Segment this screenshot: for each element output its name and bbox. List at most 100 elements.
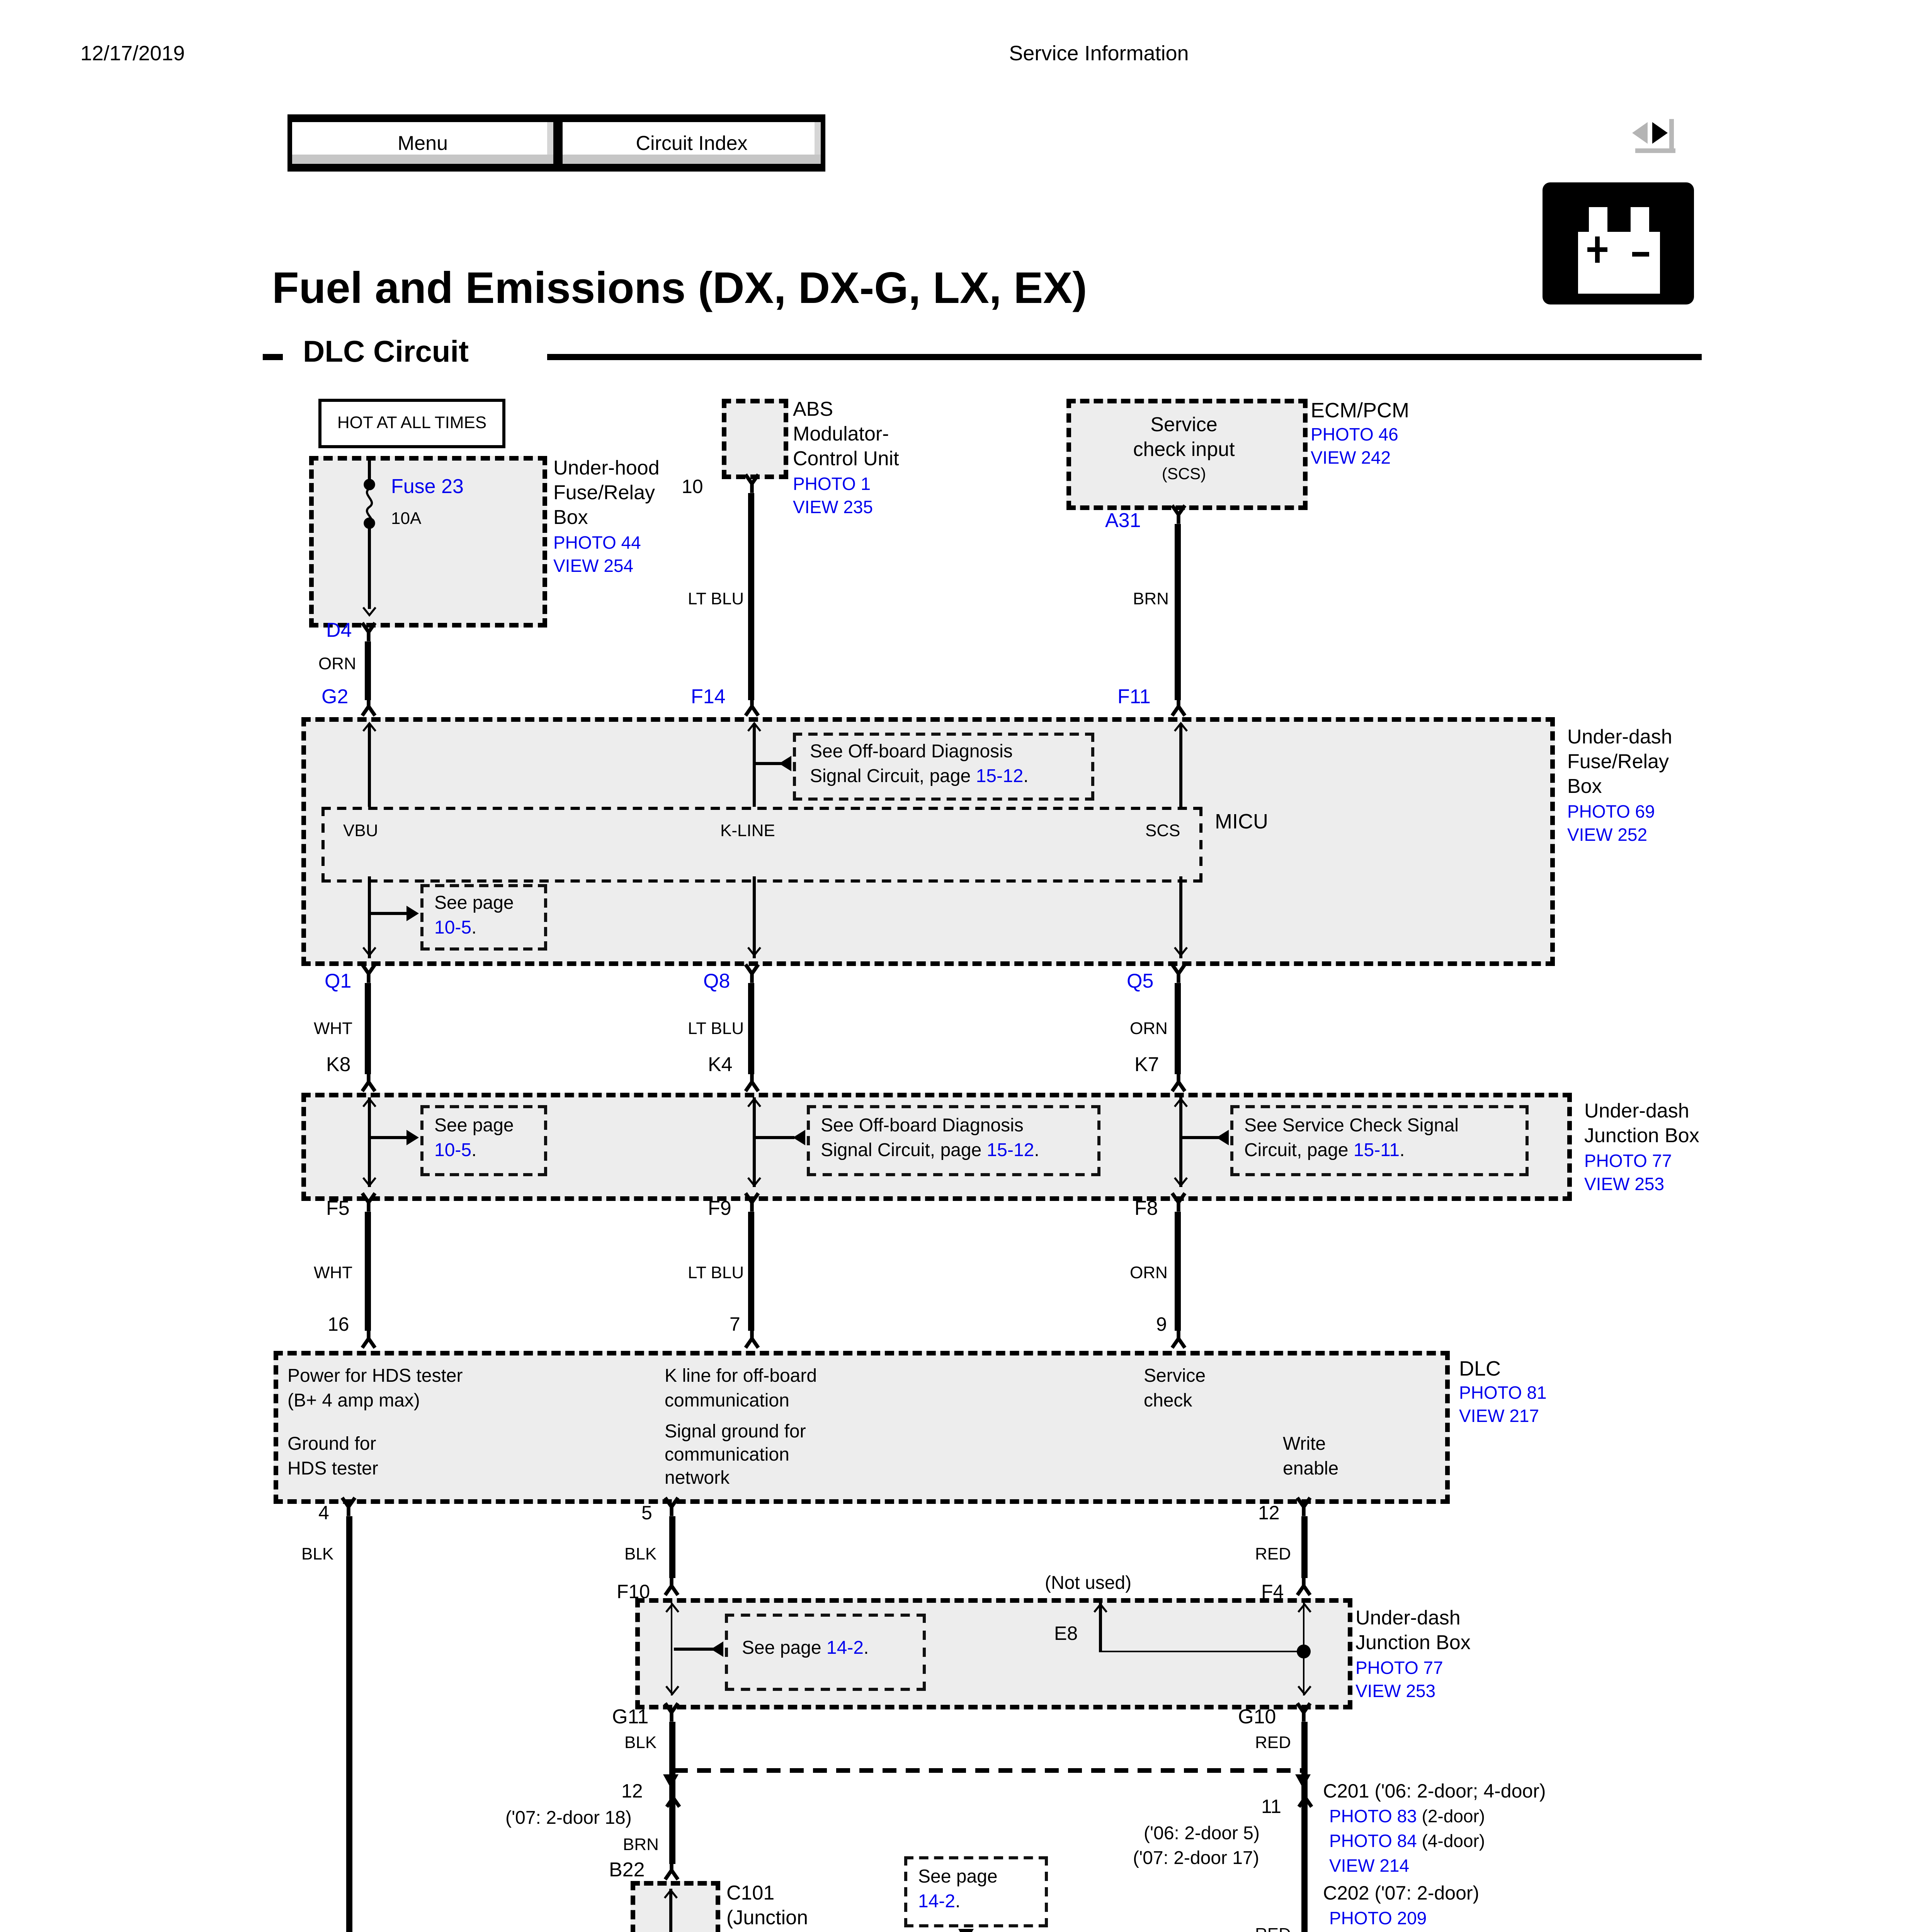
service-check-ref-line2: Circuit, page 15-11. (1244, 1139, 1405, 1162)
abs-label-2: Modulator- (793, 422, 889, 445)
connector-fork-icon (1170, 697, 1187, 717)
ref-connector-line (674, 1648, 714, 1651)
dlc-ground-1: Ground for (287, 1433, 376, 1454)
dlc-write-enable-1: Write (1283, 1433, 1326, 1454)
pin-7-label: 7 (730, 1314, 740, 1335)
connector-fork-icon (743, 1329, 760, 1349)
see-page-14-2-box-2 (904, 1856, 1048, 1927)
photo-77-link[interactable]: PHOTO 77 (1355, 1660, 1443, 1679)
page-14-2-link[interactable]: 14-2 (826, 1637, 864, 1658)
nav-forward-icon[interactable] (1652, 122, 1668, 144)
nav-back-icon[interactable] (1632, 122, 1648, 144)
c101-label-1: C101 (726, 1881, 775, 1904)
connector-fork-icon (1295, 1702, 1312, 1722)
wire-blk-ground (346, 1516, 352, 1932)
q8-link[interactable]: Q8 (703, 969, 730, 992)
page-15-12-link[interactable]: 15-12 (976, 765, 1024, 787)
d4-link[interactable]: D4 (326, 618, 352, 641)
view-242-link[interactable]: VIEW 242 (1311, 450, 1391, 468)
wire-thin (753, 1097, 755, 1187)
a31-link[interactable]: A31 (1105, 509, 1141, 532)
q1-link[interactable]: Q1 (325, 969, 352, 992)
underhood-label-1: Under-hood (553, 456, 660, 479)
view-253-link[interactable]: VIEW 253 (1355, 1683, 1436, 1702)
text: . (864, 1637, 869, 1658)
dlc-service-label-1: Service (1144, 1365, 1206, 1386)
menu-button[interactable]: Menu (287, 114, 558, 172)
photo-83-link[interactable]: PHOTO 83 (1329, 1808, 1417, 1827)
page-15-11-link[interactable]: 15-11 (1353, 1139, 1400, 1161)
connector-fork-icon (360, 1073, 377, 1093)
wire-color-label: BLK (301, 1546, 334, 1564)
see-page-10-5-box-1 (420, 884, 547, 951)
battery-icon[interactable] (1543, 182, 1694, 304)
photo-77-link[interactable]: PHOTO 77 (1584, 1153, 1672, 1172)
circuit-index-button[interactable]: Circuit Index (558, 114, 825, 172)
photo-81-link[interactable]: PHOTO 81 (1459, 1385, 1547, 1403)
offboard-ref-line1: See Off-board Diagnosis (821, 1114, 1024, 1136)
arrow-down-icon (1296, 1685, 1311, 1696)
view-217-link[interactable]: VIEW 217 (1459, 1408, 1539, 1427)
view-214-link[interactable]: VIEW 214 (1329, 1858, 1410, 1876)
udfr-label-2: Fuse/Relay (1567, 750, 1669, 773)
f11-link[interactable]: F11 (1117, 685, 1151, 708)
wire-thin-e8 (1099, 1603, 1102, 1652)
k8-pin-label: K8 (326, 1053, 351, 1076)
dlc-power-label-1: Power for HDS tester (287, 1365, 463, 1386)
g10-pin-label: G10 (1238, 1705, 1276, 1728)
view-253-link[interactable]: VIEW 253 (1584, 1176, 1665, 1195)
abs-label-1: ABS (793, 397, 833, 420)
page-nav-arrows (1632, 119, 1679, 156)
photo-44-link[interactable]: PHOTO 44 (553, 535, 641, 553)
q5-link[interactable]: Q5 (1127, 969, 1154, 992)
offboard-ref-line2: Signal Circuit, page 15-12. (810, 765, 1029, 787)
offboard-ref-line1: See Off-board Diagnosis (810, 740, 1013, 762)
view-235-link[interactable]: VIEW 235 (793, 499, 873, 518)
section-dash (263, 354, 283, 360)
dlc-power-label-2: (B+ 4 amp max) (287, 1389, 420, 1411)
connector-fork-icon (743, 1192, 760, 1212)
photo-46-link[interactable]: PHOTO 46 (1311, 427, 1398, 445)
underdash-junction-box-2 (635, 1598, 1352, 1709)
page-10-5-link[interactable]: 10-5 (434, 1139, 472, 1161)
arrow-down-icon (362, 606, 377, 617)
wire-thin (753, 723, 755, 807)
not-used-label: (Not used) (1045, 1572, 1132, 1594)
see-page-10-5-box-2 (420, 1105, 547, 1176)
e8-branch-line (1100, 1651, 1303, 1653)
text: . (1034, 1139, 1039, 1161)
vbu-pin-label: VBU (343, 822, 378, 841)
wire-thin (670, 1889, 672, 1932)
view-254-link[interactable]: VIEW 254 (553, 558, 634, 577)
f5-pin-label: F5 (326, 1196, 350, 1219)
wire-color-label: BLK (624, 1734, 657, 1753)
photo-209-link[interactable]: PHOTO 209 (1329, 1910, 1427, 1929)
page-15-12-link[interactable]: 15-12 (986, 1139, 1034, 1161)
k7-pin-label: K7 (1134, 1053, 1159, 1076)
udj2-label-2: Junction Box (1355, 1631, 1471, 1654)
connector-fork-icon (360, 621, 377, 641)
wire-color-label: ORN (1130, 1264, 1168, 1283)
text: . (955, 1890, 961, 1912)
connector-fork-icon (663, 1861, 680, 1881)
connector-fork-icon (360, 697, 377, 717)
view-252-link[interactable]: VIEW 252 (1567, 827, 1648, 845)
photo-1-link[interactable]: PHOTO 1 (793, 476, 871, 495)
f14-link[interactable]: F14 (691, 685, 726, 708)
arrow-up-icon (362, 722, 377, 733)
section-title: DLC Circuit (303, 335, 469, 369)
photo-84-link[interactable]: PHOTO 84 (1329, 1833, 1417, 1852)
connector-fork-icon (743, 473, 760, 493)
dlc-signal-ground-1: Signal ground for (665, 1420, 806, 1442)
see-page-ref: 14-2. (918, 1890, 961, 1913)
connector-fork-icon (1170, 1329, 1187, 1349)
page-14-2-link[interactable]: 14-2 (918, 1890, 956, 1912)
fuse-23-link[interactable]: Fuse 23 (391, 474, 464, 498)
page-10-5-link[interactable]: 10-5 (434, 917, 472, 938)
connector-fork-icon (1170, 1073, 1187, 1093)
g2-link[interactable]: G2 (321, 685, 349, 708)
service-check-ref-box (1230, 1105, 1529, 1176)
photo-69-link[interactable]: PHOTO 69 (1567, 804, 1655, 822)
dlc-box (274, 1351, 1450, 1504)
udfr-label-1: Under-dash (1567, 725, 1672, 748)
